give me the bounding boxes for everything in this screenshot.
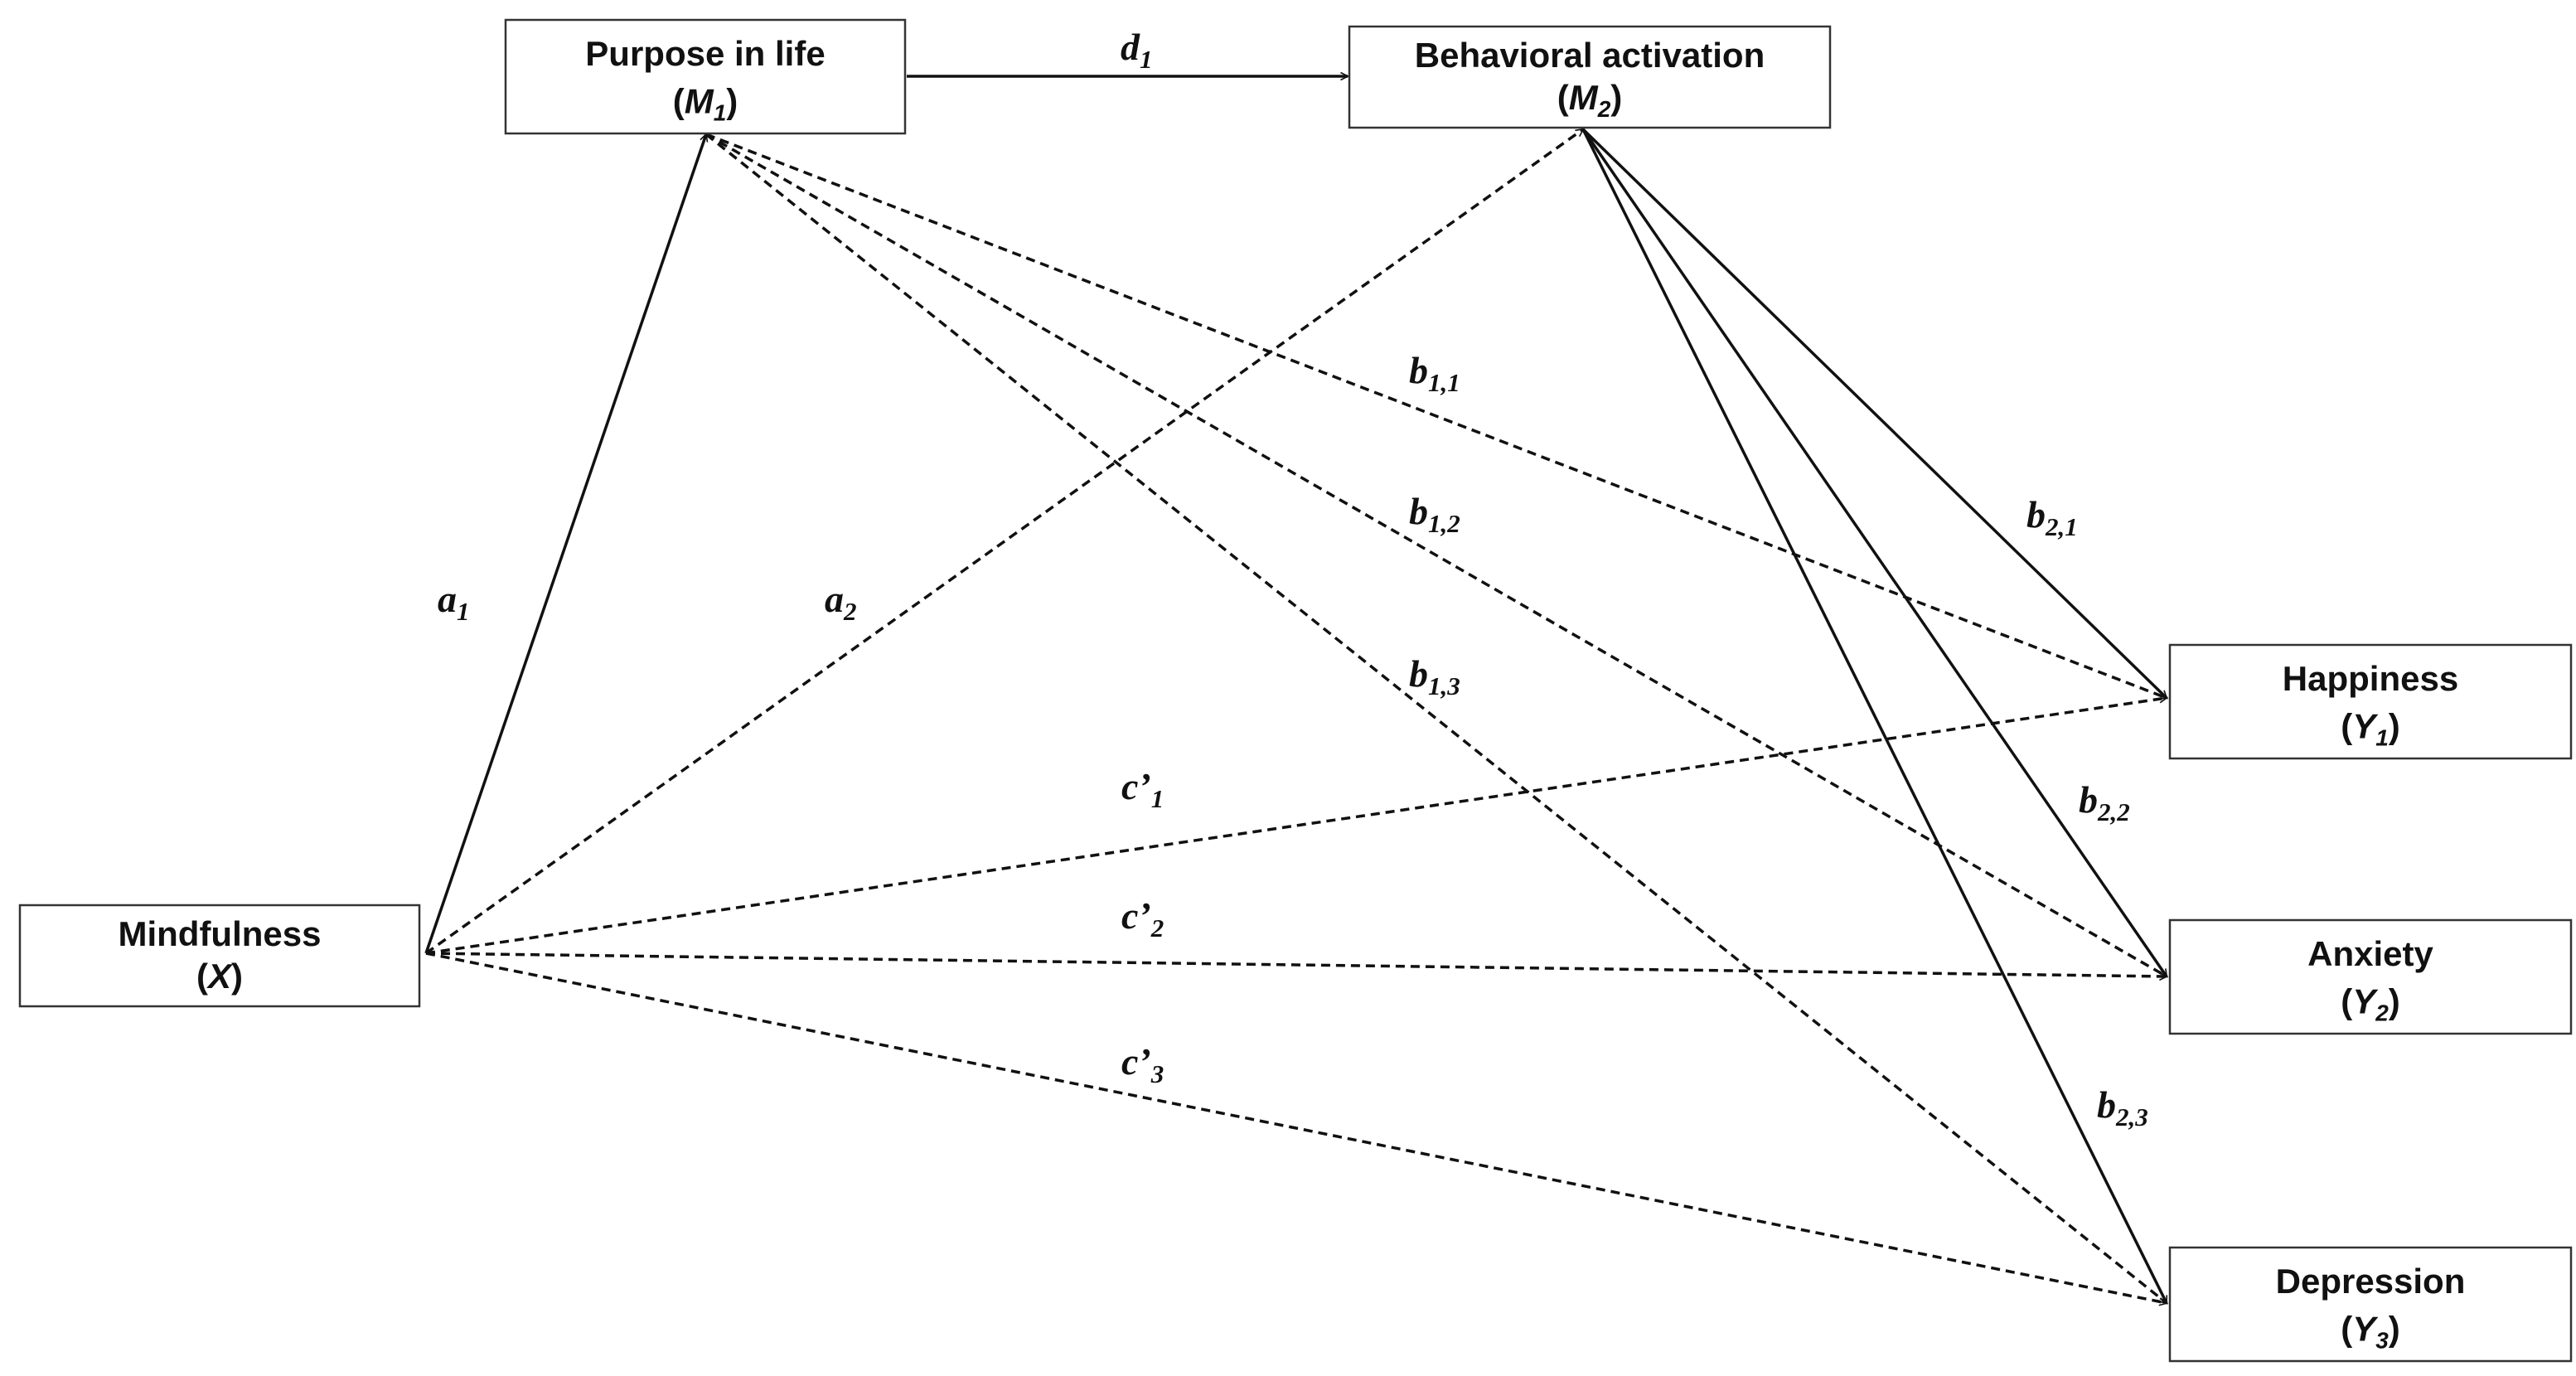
variable-box-y3: Depression (Y3) xyxy=(2168,1246,2573,1363)
coefficient-label-a1: a1 xyxy=(438,578,470,626)
variable-name: Depression xyxy=(2276,1262,2466,1301)
variable-symbol: (M2) xyxy=(1557,78,1623,122)
arrow-x-to-m2 xyxy=(424,128,1585,955)
arrow-x-to-y2 xyxy=(425,952,2169,981)
variable-name: Mindfulness xyxy=(118,914,321,953)
variable-box-m1: Purpose in life (M1) xyxy=(504,18,907,135)
variable-box-y1: Happiness (Y1) xyxy=(2168,643,2573,760)
coefficient-label-b22: b2,2 xyxy=(2079,778,2130,826)
arrow-m1-to-y3 xyxy=(705,133,2168,1305)
path-coefficient-labels: d1 a1 a2 b1,1 b1,2 b1,3 b2,1 b2,2 b2,3 c’1 c’2 c’3 xyxy=(438,26,2148,1131)
variable-name: Anxiety xyxy=(2307,934,2433,973)
coefficient-label-c1: c’1 xyxy=(1121,765,1164,813)
variable-box-m2: Behavioral activation(M2) xyxy=(1348,25,1832,129)
variable-box-x: Mindfulness (X) xyxy=(18,904,421,1008)
variable-name: Happiness xyxy=(2283,659,2458,698)
arrow-m1-to-y2 xyxy=(705,133,2168,978)
coefficient-label-b11: b1,1 xyxy=(1409,349,1460,397)
variable-name: Behavioral activation xyxy=(1415,36,1765,75)
arrow-m2-to-y3 xyxy=(1581,128,2168,1306)
variable-symbol: (Y1) xyxy=(2341,706,2400,750)
coefficient-label-b12: b1,2 xyxy=(1409,490,1460,538)
coefficient-label-b13: b1,3 xyxy=(1409,652,1460,700)
variable-symbol: (X) xyxy=(196,957,243,996)
arrow-m2-to-y1 xyxy=(1581,128,2168,700)
variable-name: Purpose in life xyxy=(585,34,825,73)
coefficient-label-a2: a2 xyxy=(825,578,857,626)
coefficient-label-d1: d1 xyxy=(1121,26,1153,74)
arrow-m1-to-y1 xyxy=(705,133,2169,700)
coefficient-label-c3: c’3 xyxy=(1121,1040,1164,1088)
variable-symbol: (M1) xyxy=(673,81,738,125)
arrow-x-to-y3 xyxy=(425,952,2169,1306)
coefficient-label-c2: c’2 xyxy=(1121,894,1164,942)
variable-symbol: (Y2) xyxy=(2341,981,2400,1025)
coefficient-label-b21: b2,1 xyxy=(2026,493,2078,541)
path-arrows xyxy=(424,71,2169,1306)
coefficient-label-b23: b2,3 xyxy=(2097,1083,2148,1131)
variable-symbol: (Y3) xyxy=(2341,1309,2400,1353)
variable-box-y2: Anxiety (Y2) xyxy=(2168,918,2573,1035)
arrow-x-to-m1 xyxy=(424,132,709,954)
arrow-x-to-y1 xyxy=(425,695,2169,955)
variable-boxes: Purpose in life (M1) Behavioral activation… xyxy=(18,18,2573,1363)
arrow-m2-to-y2 xyxy=(1581,128,2168,978)
